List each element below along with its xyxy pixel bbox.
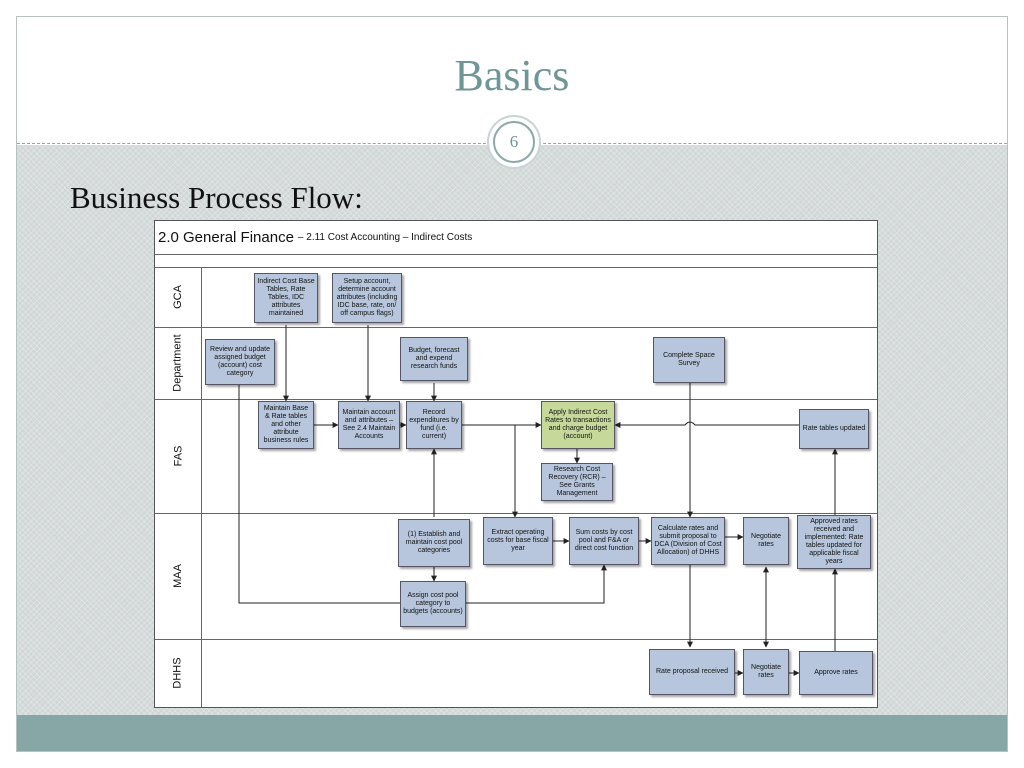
footer-bar — [17, 715, 1007, 751]
node-indirect-cost-tables: Indirect Cost Base Tables, Rate Tables, … — [254, 273, 318, 323]
node-rate-tables-updated: Rate tables updated — [799, 409, 869, 449]
lane-rule — [155, 267, 877, 268]
slide-title: Basics — [454, 51, 570, 100]
node-negotiate-rates-dhhs: Negotiate rates — [743, 649, 789, 695]
node-establish-cost-pool: (1) Establish and maintain cost pool cat… — [398, 519, 470, 567]
node-rate-proposal-received: Rate proposal received — [649, 649, 735, 695]
node-negotiate-rates-maa: Negotiate rates — [743, 517, 789, 565]
lane-rule — [155, 399, 877, 400]
node-sum-costs: Sum costs by cost pool and F&A or direct… — [569, 517, 639, 565]
node-approved-rates: Approved rates received and implemented:… — [797, 515, 871, 569]
lane-rule — [155, 327, 877, 328]
node-maintain-base-rate: Maintain Base & Rate tables and other at… — [258, 401, 314, 449]
node-assign-cost-pool: Assign cost pool category to budgets (ac… — [400, 581, 466, 627]
node-approve-rates: Approve rates — [799, 651, 873, 695]
node-review-budget: Review and update assigned budget (accou… — [205, 339, 275, 385]
lane-label-divider — [201, 267, 202, 707]
diagram-subtitle: – 2.11 Cost Accounting – Indirect Costs — [297, 232, 473, 243]
connector-lines — [236, 325, 838, 676]
process-flow-diagram: 2.0 General Finance – 2.11 Cost Accounti… — [154, 220, 878, 708]
node-extract-operating-costs: Extract operating costs for base fiscal … — [483, 517, 553, 565]
page-number-badge: 6 — [487, 115, 541, 169]
slide-subtitle: Business Process Flow: — [70, 180, 363, 215]
node-maintain-account: Maintain account and attributes – See 2.… — [338, 401, 400, 449]
connector-line — [466, 564, 607, 604]
lane-rule — [155, 639, 877, 640]
node-record-expenditures: Record expenditures by fund (i.e. curren… — [406, 401, 462, 449]
node-complete-space-survey: Complete Space Survey — [653, 337, 725, 383]
node-setup-account: Setup account, determine account attribu… — [332, 273, 402, 323]
connector-line — [236, 374, 402, 604]
diagram-title: 2.0 General Finance — [158, 229, 294, 246]
node-research-cost-recovery: Research Cost Recovery (RCR) – See Grant… — [541, 463, 613, 501]
diagram-header: 2.0 General Finance – 2.11 Cost Accounti… — [155, 221, 877, 255]
node-apply-indirect-cost: Apply Indirect Cost Rates to transaction… — [541, 401, 615, 449]
page-number: 6 — [493, 121, 535, 163]
node-budget-forecast: Budget, forecast and expend research fun… — [400, 337, 468, 381]
node-calculate-rates: Calculate rates and submit proposal to D… — [651, 517, 725, 565]
connector-line — [614, 421, 799, 428]
